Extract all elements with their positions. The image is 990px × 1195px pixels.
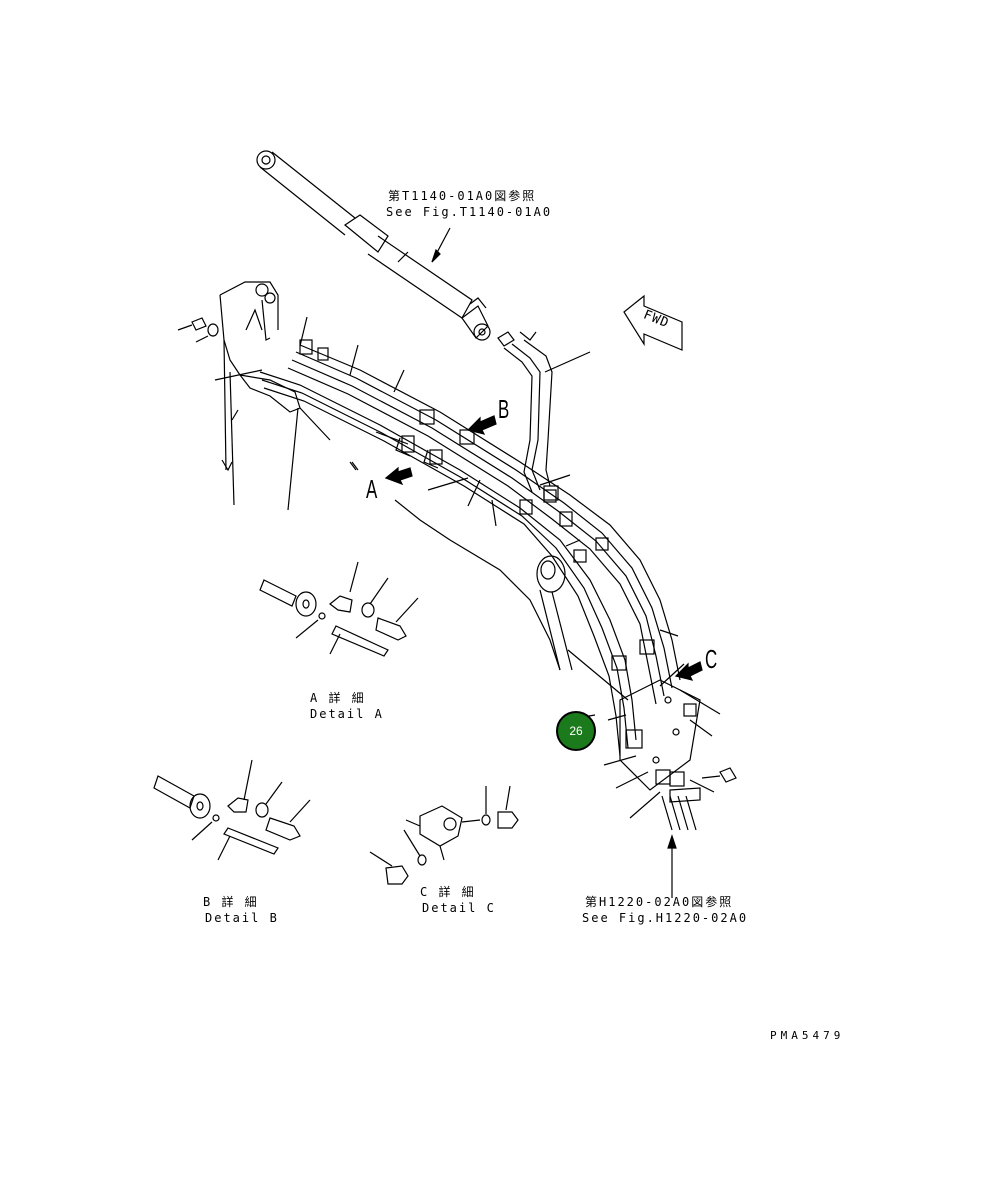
- reference-dashed-lines: [351, 461, 629, 701]
- detail-b-en: Detail B: [205, 911, 279, 925]
- detail-c-parts: [369, 785, 519, 885]
- lower-fitting-block: [603, 629, 737, 831]
- detail-b-jp: B 詳 細: [203, 895, 259, 909]
- view-letter-a: A: [366, 474, 378, 504]
- boom-body: [219, 281, 561, 671]
- view-letter-c: C: [705, 644, 718, 674]
- detail-c-jp: C 詳 細: [420, 885, 476, 899]
- fwd-arrow-icon: [623, 294, 683, 351]
- detail-a-jp: A 詳 細: [310, 691, 366, 705]
- ref-top-line1: 第T1140-01A0図参照: [388, 189, 537, 203]
- detail-a-parts: [259, 561, 419, 657]
- detail-b-parts: [153, 759, 311, 861]
- ref-bottom-line1: 第H1220-02A0図参照: [585, 895, 734, 909]
- arm-cylinder-pipe: [497, 331, 591, 501]
- view-arrow-c: [674, 661, 703, 681]
- ref-bottom-line2: See Fig.H1220-02A0: [582, 911, 749, 925]
- view-arrow-a: [384, 466, 413, 486]
- part-callout-26[interactable]: 26: [556, 711, 596, 751]
- drawing-code: PMA5479: [770, 1029, 845, 1042]
- ref-top-line2: See Fig.T1140-01A0: [386, 205, 553, 219]
- left-bolts: [177, 317, 299, 511]
- detail-c-en: Detail C: [422, 901, 496, 915]
- arm-pivot-boss: [536, 555, 573, 671]
- detail-a-en: Detail A: [310, 707, 384, 721]
- view-arrow-b: [466, 415, 497, 435]
- view-letter-b: B: [498, 394, 510, 424]
- reference-arrows: [431, 227, 677, 898]
- hose-clamps: [299, 339, 655, 671]
- boom-cylinder: [256, 150, 491, 341]
